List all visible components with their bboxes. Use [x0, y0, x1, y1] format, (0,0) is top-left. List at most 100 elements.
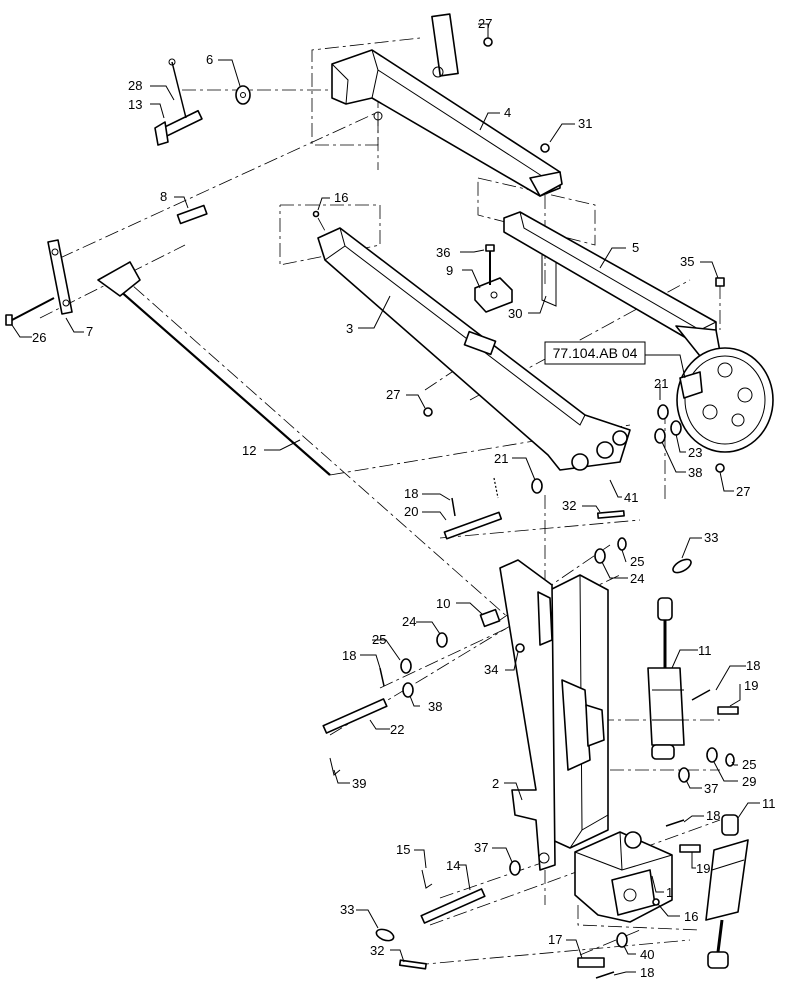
spacer-part-8: [176, 204, 208, 225]
callout-41: 41: [624, 490, 638, 505]
clip-part-33-top: [672, 558, 692, 574]
nut-part-34: [515, 643, 525, 653]
callout-18-b: 18: [342, 648, 356, 663]
lower-beam-part-5: [503, 211, 721, 357]
callout-25-a: 25: [630, 554, 644, 569]
callout-12: 12: [242, 443, 256, 458]
main-arm-part-3: [317, 227, 631, 471]
callout-18-a: 18: [404, 486, 418, 501]
pin-part-14: [420, 888, 486, 924]
link-plate-part-7: [47, 239, 73, 315]
callout-labels: 27 6 28 13 4 31 8 16 36 9 35 5 30 26 7 3…: [32, 16, 776, 980]
washer-part-21-right: [657, 404, 669, 420]
callout-27-b: 27: [386, 387, 400, 402]
frame-part-2: [499, 559, 609, 871]
callout-38-a: 38: [688, 465, 702, 480]
callout-1: 1: [666, 885, 673, 900]
callout-11-a: 11: [698, 643, 712, 658]
clip-part-33-bottom: [375, 928, 395, 942]
callout-32-a: 32: [562, 498, 576, 513]
bolt-part-35: [715, 277, 725, 287]
callout-31: 31: [578, 116, 592, 131]
cylinder-part-11-upper: [647, 597, 685, 760]
callout-34: 34: [484, 662, 498, 677]
callout-40: 40: [640, 947, 654, 962]
pin-part-16-top: [312, 210, 320, 218]
bushing-part-10: [479, 608, 501, 628]
washer-part-24-b: [436, 632, 448, 648]
callout-27-a: 27: [478, 16, 492, 31]
washer-part-23: [670, 420, 682, 436]
washer-part-6: [235, 85, 251, 105]
callout-24-b: 24: [402, 614, 416, 629]
nut-part-27-mid: [423, 407, 433, 417]
callout-19-a: 19: [744, 678, 758, 693]
callout-18-c: 18: [746, 658, 760, 673]
bushing-part-40: [616, 932, 628, 948]
pin-part-32-bottom: [398, 959, 427, 970]
callout-2: 2: [492, 776, 499, 791]
callout-28: 28: [128, 78, 142, 93]
callout-11-b: 11: [762, 796, 776, 811]
washer-part-24-a: [594, 548, 606, 564]
block-part-9: [474, 277, 513, 313]
base-bracket-part-1: [574, 831, 673, 923]
callout-15: 15: [396, 842, 410, 857]
callout-35: 35: [680, 254, 694, 269]
callout-21-b: 21: [494, 451, 508, 466]
callout-18-d: 18: [706, 808, 720, 823]
callout-30: 30: [508, 306, 522, 321]
pin-part-20: [443, 511, 503, 540]
bolt-part-36: [485, 244, 495, 285]
washer-part-29: [706, 747, 718, 763]
callout-10: 10: [436, 596, 450, 611]
rod-part-12: [97, 261, 331, 476]
bushing-part-38-mid: [402, 682, 414, 698]
clip-part-28: [168, 58, 187, 119]
callout-21-a: 21: [654, 376, 668, 391]
pin-part-13: [154, 109, 203, 146]
bushing-part-38-top: [654, 428, 666, 444]
reference-label-text: 77.104.AB 04: [553, 345, 638, 361]
bushing-part-37-left: [509, 860, 521, 876]
callout-23: 23: [688, 445, 702, 460]
pin-part-32-top: [596, 510, 625, 519]
ring-part-25-c: [725, 753, 735, 767]
callout-7: 7: [86, 324, 93, 339]
callout-13: 13: [128, 97, 142, 112]
u-bolt-part-30: [541, 255, 557, 307]
callout-22: 22: [390, 722, 404, 737]
cotter-part-18-c: [691, 689, 711, 701]
callout-9: 9: [446, 263, 453, 278]
ring-part-25-b: [400, 658, 412, 674]
callout-25-b: 25: [372, 632, 386, 647]
callout-17: 17: [548, 932, 562, 947]
callout-27-c: 27: [736, 484, 750, 499]
pin-part-22: [322, 698, 388, 734]
pin-part-16-bottom: [652, 898, 660, 906]
cotter-part-18-d: [665, 819, 685, 827]
pin-part-17: [577, 957, 605, 968]
callout-24-a: 24: [630, 571, 644, 586]
callout-8: 8: [160, 189, 167, 204]
cotter-part-18-a: [451, 497, 456, 517]
leader-lines: [11, 23, 760, 976]
callout-5: 5: [632, 240, 639, 255]
upper-beam-part-4: [331, 13, 563, 197]
nut-part-27-right: [715, 463, 725, 473]
bolt-part-26: [5, 297, 55, 326]
callout-37-a: 37: [704, 781, 718, 796]
callout-32-b: 32: [370, 943, 384, 958]
cotter-part-18-b: [379, 667, 385, 687]
clip-part-39: [329, 757, 341, 776]
callout-33-b: 33: [340, 902, 354, 917]
nut-part-31: [540, 143, 550, 153]
pin-part-19-upper: [717, 706, 739, 715]
callout-37-b: 37: [474, 840, 488, 855]
callout-29: 29: [742, 774, 756, 789]
cotter-part-18-e: [595, 971, 615, 979]
callout-33-a: 33: [704, 530, 718, 545]
callout-14: 14: [446, 858, 460, 873]
callout-3: 3: [346, 321, 353, 336]
